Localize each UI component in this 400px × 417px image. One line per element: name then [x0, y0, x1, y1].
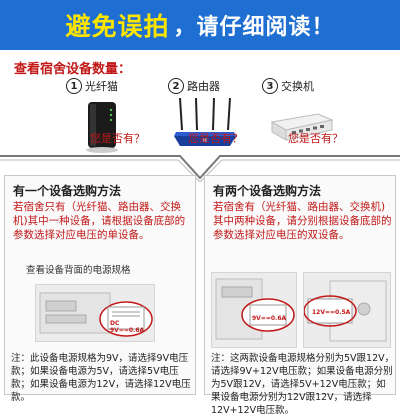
- device-back-icon: [215, 278, 295, 340]
- panel-note: 注：这两款设备电源规格分别为5V跟12V，请选择9V+12V电压款；如果设备电源…: [211, 353, 395, 416]
- device-back-icon: [303, 280, 387, 342]
- banner-sub-text: ，请仔细阅读！: [173, 15, 335, 40]
- banner-text: 避免误拍 ，请仔细阅读！: [0, 0, 400, 50]
- device-name: 路由器: [187, 80, 220, 93]
- device-label: 1 光纤猫: [66, 78, 118, 94]
- panel-description: 若宿舍有（光纤猫、路由器、交换机)其中两种设备，请分别根据设备底部的参数选择对应…: [213, 201, 392, 241]
- device-back-photo-a: 9V==0.6A: [211, 272, 297, 348]
- device-name: 光纤猫: [85, 80, 118, 93]
- section-divider: [0, 155, 400, 182]
- power-spec-label: 9V==0.6A: [252, 315, 287, 322]
- device-back-icon: [39, 292, 153, 337]
- banner: [0, 0, 400, 50]
- number-badge: 3: [262, 78, 278, 94]
- ask-router: 您是否有？: [188, 132, 243, 145]
- device-name: 交换机: [281, 80, 314, 93]
- device-label: 2 路由器: [168, 78, 220, 94]
- device-back-photo: DC 9V==0.6A: [35, 284, 155, 342]
- panel-title: 有两个设备选购方法: [213, 184, 322, 198]
- device-label: 3 交换机: [262, 78, 314, 94]
- device-back-photo-b: 12V==0.5A: [303, 272, 391, 348]
- fiber-modem-icon: [86, 102, 118, 153]
- panel-note: 注：此设备电源规格为9V，请选择9V电压款；如果设备电源为5V，请选择5V电压款…: [11, 353, 191, 403]
- banner-main-text: 避免误拍: [65, 12, 170, 41]
- device-switch: 3 交换机: [262, 78, 382, 158]
- spec-caption: 查看设备背面的电源规格: [26, 265, 131, 276]
- panel-description: 若宿舍只有（光纤猫、路由器、交换机)其中一种设备，请根据设备底部的参数选择对应电…: [13, 201, 186, 241]
- device-router: 2 路由器: [168, 78, 288, 158]
- power-spec-label: DC 9V==0.6A: [110, 320, 145, 334]
- ask-fiber-modem: 您是否有？: [90, 132, 145, 145]
- switch-icon: [270, 113, 334, 141]
- panel-single-device: 有一个设备选购方法 若宿舍只有（光纤猫、路由器、交换机)其中一种设备，请根据设备…: [4, 175, 196, 403]
- number-badge: 1: [66, 78, 82, 94]
- device-fiber-modem: 1 光纤猫: [66, 78, 186, 158]
- number-badge: 2: [168, 78, 184, 94]
- panel-title: 有一个设备选购方法: [13, 184, 122, 198]
- ask-switch: 您是否有？: [288, 132, 343, 145]
- power-spec-label: 12V==0.5A: [312, 309, 351, 316]
- check-title: 查看宿舍设备数量：: [14, 62, 132, 77]
- router-icon: [174, 97, 236, 146]
- panel-dual-device: 有两个设备选购方法 若宿舍有（光纤猫、路由器、交换机)其中两种设备，请分别根据设…: [204, 175, 396, 416]
